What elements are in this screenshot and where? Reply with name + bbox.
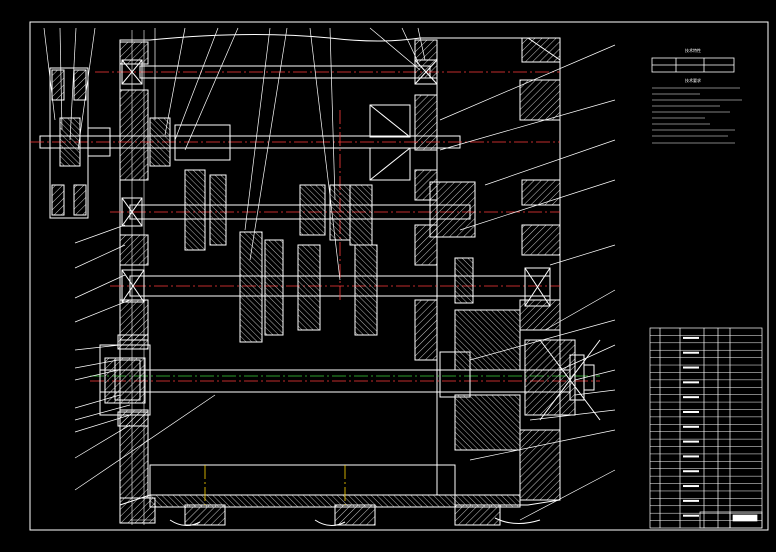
parts-list-text bbox=[683, 336, 699, 339]
output-flange bbox=[539, 339, 601, 421]
parts-list-text bbox=[683, 485, 699, 488]
gears bbox=[149, 117, 521, 451]
parts-list-text bbox=[683, 440, 699, 443]
parts-list-text bbox=[683, 425, 699, 428]
dimension-lines bbox=[130, 30, 155, 525]
tech-req-title: 技术要求 bbox=[685, 77, 701, 83]
leader-lines bbox=[43, 27, 616, 521]
parts-list-text bbox=[683, 366, 699, 369]
left-coupling bbox=[99, 334, 151, 427]
parts-list-text bbox=[683, 396, 699, 399]
gearbox-housing bbox=[119, 33, 561, 524]
drawing-frame bbox=[29, 21, 769, 531]
parts-list bbox=[649, 327, 763, 529]
parts-list-text bbox=[683, 351, 699, 354]
parts-list-text bbox=[683, 470, 699, 473]
bearings bbox=[104, 59, 576, 416]
parts-list-rows bbox=[650, 335, 762, 521]
parts-list-text bbox=[683, 514, 699, 517]
parts-list-text bbox=[683, 410, 699, 413]
tech-params-title: 技术特性 bbox=[685, 47, 701, 53]
pulley bbox=[49, 67, 111, 219]
housing-feet bbox=[169, 504, 541, 526]
parts-list-text bbox=[683, 381, 699, 384]
parts-list-text bbox=[683, 499, 699, 502]
parts-list-text bbox=[683, 455, 699, 458]
tech-params-table bbox=[651, 57, 735, 73]
tech-requirements-text bbox=[652, 87, 742, 144]
title-block bbox=[699, 511, 763, 529]
